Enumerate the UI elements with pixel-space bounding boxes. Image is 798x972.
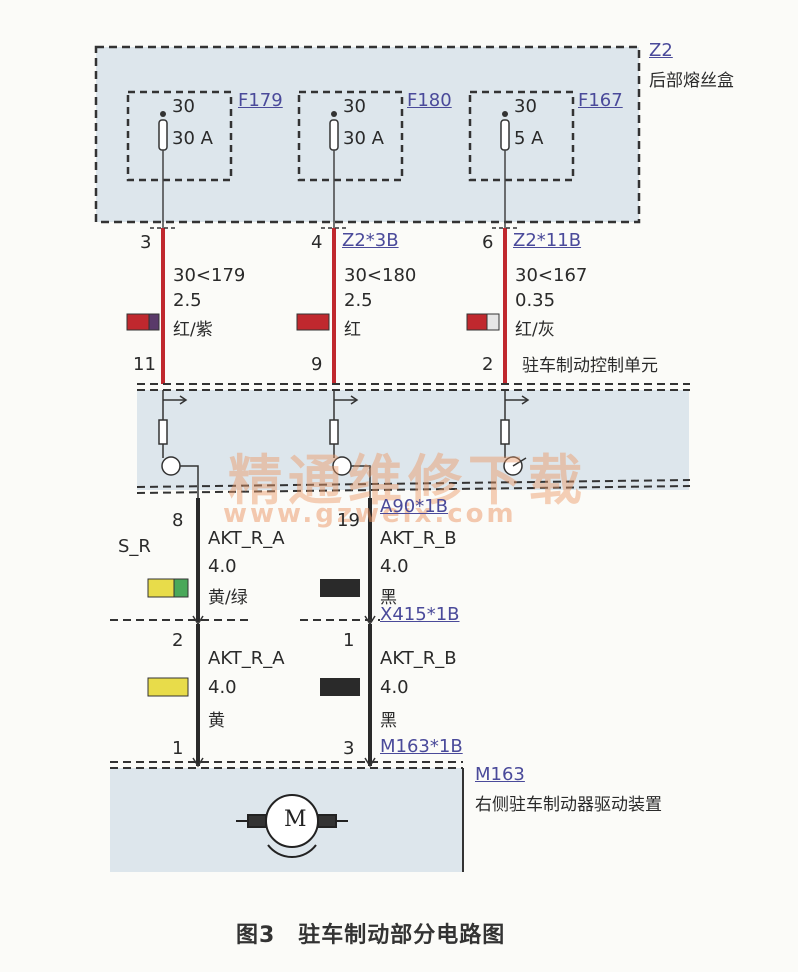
swatch-red-purple	[126, 313, 160, 331]
wire-gauge: 4.0	[208, 677, 237, 698]
wire-signal: AKT_R_B	[380, 648, 457, 669]
cu-element-2	[329, 390, 371, 500]
wire-connector[interactable]: Z2*11B	[513, 230, 582, 251]
wire-gauge: 2.5	[173, 290, 202, 311]
pin-bottom: 1	[172, 738, 184, 759]
wire-color: 红/紫	[173, 320, 213, 340]
control-unit-panel	[136, 383, 691, 494]
wire-gauge: 4.0	[380, 556, 409, 577]
pin-top: 3	[140, 232, 152, 253]
fuse-id[interactable]: F180	[407, 90, 452, 111]
wire-signal: 30<179	[173, 265, 246, 286]
wire-color: 红	[344, 320, 361, 340]
fuse-rating: 30 A	[343, 128, 384, 149]
fuse-box-name: 后部熔丝盒	[649, 71, 734, 91]
pin-top: 6	[482, 232, 494, 253]
swatch-red-gray	[466, 313, 500, 331]
cu-element-1	[158, 390, 199, 500]
fuse-terminal: 30	[172, 96, 195, 117]
fuse-id[interactable]: F167	[578, 90, 623, 111]
actuator-code[interactable]: M163	[475, 764, 525, 785]
wire-color: 黄	[208, 711, 225, 731]
wire-gauge: 2.5	[344, 290, 373, 311]
actuator-name: 右侧驻车制动器驱动装置	[475, 795, 662, 815]
wire-gauge: 4.0	[208, 556, 237, 577]
fuse-box-code[interactable]: Z2	[649, 40, 673, 61]
wire-connector[interactable]: Z2*3B	[342, 230, 399, 251]
motor-icon	[236, 794, 348, 858]
wire-connector[interactable]: A90*1B	[380, 496, 449, 517]
figure-caption: 图3 驻车制动部分电路图	[236, 923, 506, 948]
fuse-box-F179	[126, 90, 233, 182]
wire-signal: AKT_R_A	[208, 648, 285, 669]
junction-pin: 1	[343, 630, 355, 651]
pin-bottom: 9	[311, 354, 323, 375]
fuse-box-panel	[94, 45, 641, 224]
fuse-terminal: 30	[343, 96, 366, 117]
fuse-rating: 5 A	[514, 128, 544, 149]
junction-connector[interactable]: X415*1B	[380, 604, 460, 625]
pin-top: 4	[311, 232, 323, 253]
fuse-terminal: 30	[514, 96, 537, 117]
motor-connector[interactable]: M163*1B	[380, 736, 463, 757]
fuse-element-F179	[158, 111, 168, 228]
motor-symbol: M	[284, 807, 307, 832]
wire-signal: 30<180	[344, 265, 417, 286]
fuse-element-F167	[500, 111, 510, 228]
fuse-rating: 30 A	[172, 128, 213, 149]
pin-mid: 8	[172, 510, 184, 531]
fuse-box-F180	[297, 90, 404, 182]
fuse-id[interactable]: F179	[238, 90, 283, 111]
wire-color: 黑	[380, 588, 397, 608]
pin-bottom: 3	[343, 738, 355, 759]
swatch-yellow-green	[147, 578, 189, 598]
wire-signal: AKT_R_B	[380, 528, 457, 549]
wire-signal: AKT_R_A	[208, 528, 285, 549]
junction-pin: 2	[172, 630, 184, 651]
wire-color: 红/灰	[515, 320, 555, 340]
wire-color: 黄/绿	[208, 588, 248, 608]
fuse-element-F180	[329, 111, 339, 228]
wire-gauge: 0.35	[515, 290, 556, 311]
pin-bottom: 11	[133, 354, 156, 375]
swatch-yellow	[147, 677, 189, 697]
pin-bottom: 2	[482, 354, 494, 375]
swatch-red	[296, 313, 330, 331]
fuse-box-F167	[468, 90, 575, 182]
pin-mid: 19	[337, 510, 360, 531]
harness-label: S_R	[118, 536, 151, 557]
wire-gauge: 4.0	[380, 677, 409, 698]
wire-signal: 30<167	[515, 265, 588, 286]
watermark-text: 精通维修下载	[228, 448, 588, 512]
swatch-black-low	[320, 678, 360, 696]
control-unit-name: 驻车制动控制单元	[522, 356, 658, 376]
watermark-url: www.gzweix.com	[223, 499, 517, 529]
wire-color: 黑	[380, 711, 397, 731]
swatch-black-mid	[320, 579, 360, 597]
cu-element-3	[500, 390, 530, 476]
